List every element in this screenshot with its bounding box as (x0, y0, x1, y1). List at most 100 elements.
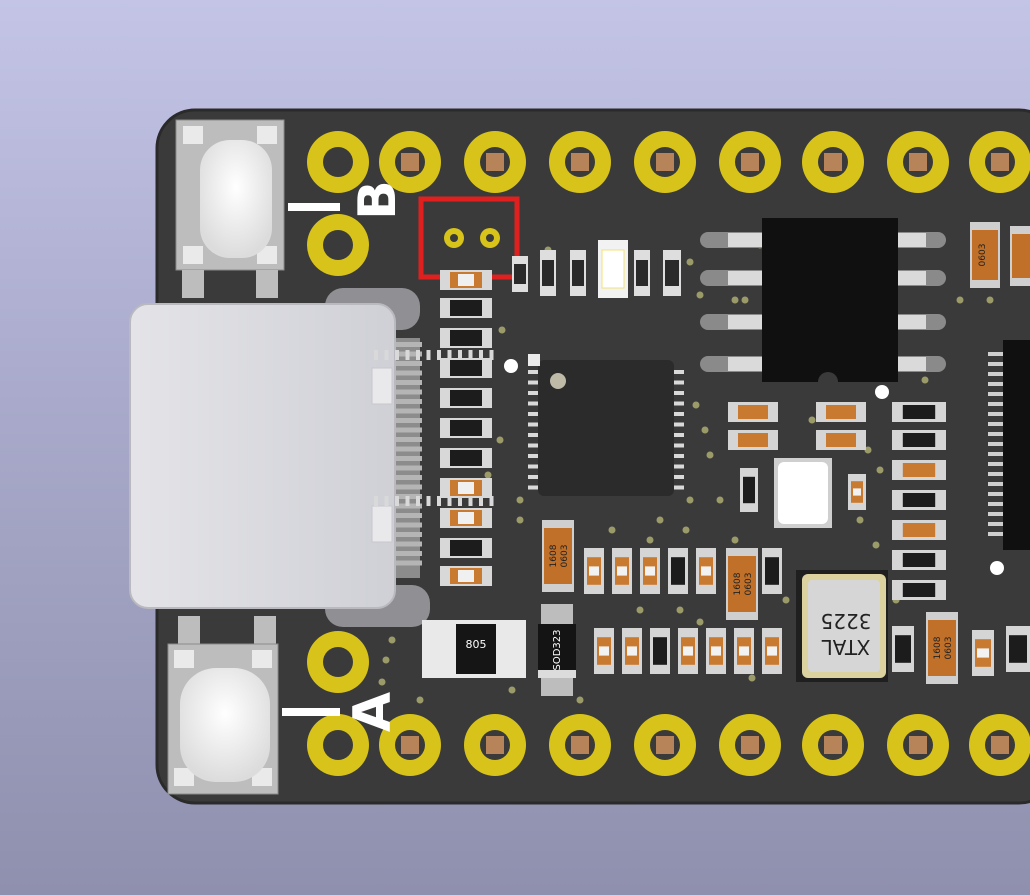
usb-pin (396, 399, 422, 404)
diode-sod323-text: SOD323 (552, 629, 563, 670)
usb-pin (396, 342, 422, 347)
usb-pin (396, 446, 422, 452)
capacitor-1608-a: 1608 0603 (542, 520, 574, 592)
via (378, 678, 386, 686)
ic-pin (988, 432, 1004, 436)
usb-pin (396, 532, 422, 537)
via (676, 606, 684, 614)
via (636, 606, 644, 614)
qfn-pin (528, 401, 538, 406)
header-pin (824, 736, 842, 754)
qfn-pin (528, 433, 538, 437)
cap-0603-text: 0603 (560, 545, 570, 568)
qfn-pin (374, 496, 378, 506)
qfn-pin (416, 496, 420, 506)
usb-pin (396, 389, 422, 395)
header-pin (991, 736, 1009, 754)
qfn-pin (674, 370, 684, 374)
ic-pin (988, 362, 1004, 366)
qfn-pin (528, 443, 538, 448)
header-pin (571, 153, 589, 171)
ic-pin (988, 472, 1004, 476)
via (731, 536, 739, 544)
ic-pin (988, 502, 1004, 506)
button-b: B (175, 119, 408, 298)
cap-0603-b-text: 0603 (744, 573, 754, 596)
via (508, 686, 516, 694)
header-pin (571, 736, 589, 754)
qfn-pin (447, 496, 452, 506)
qfn-pin (674, 454, 684, 458)
ic-pin (988, 512, 1004, 516)
qfn-pin (384, 496, 389, 506)
via (956, 296, 964, 304)
qfn-pin (528, 464, 538, 469)
soic-pin (728, 271, 766, 285)
qfn-pin (674, 412, 684, 416)
via (686, 496, 694, 504)
header-pin (741, 736, 759, 754)
crystal-3225: XTAL 3225 (796, 570, 888, 682)
via (388, 636, 396, 644)
via (872, 541, 880, 549)
via (706, 451, 714, 459)
soic-pin (728, 233, 766, 247)
usb-pin (396, 418, 422, 423)
qfn-pin (674, 422, 684, 427)
qfn-pin (528, 475, 538, 479)
via (416, 696, 424, 704)
qfn-pin (416, 350, 420, 360)
via (576, 696, 584, 704)
via (748, 674, 756, 682)
via (516, 516, 524, 524)
via (782, 596, 790, 604)
qfn-pin (437, 350, 441, 360)
flash-chip (700, 218, 946, 399)
qfn-pin (374, 350, 378, 360)
via (692, 401, 700, 409)
via (701, 426, 709, 434)
usb-pin (396, 456, 422, 461)
ic-pin (988, 442, 1004, 446)
header-pin (824, 153, 842, 171)
cap-1608-b-text: 1608 (733, 572, 743, 595)
usb-pin (396, 408, 422, 414)
qfn-pin (674, 443, 684, 448)
qfn-pin (458, 350, 462, 360)
qfn-pin (426, 350, 431, 360)
soic-pin (728, 315, 766, 329)
qfn-pin (384, 350, 389, 360)
cap-1608-text: 1608 (549, 544, 559, 567)
usb-pin (396, 484, 422, 490)
qfn-pin (479, 350, 483, 360)
button-a-cap (180, 668, 270, 782)
qfn-pin (395, 350, 399, 360)
usb-c-connector (129, 288, 430, 627)
qfn-pin (447, 350, 452, 360)
header-pin (401, 736, 419, 754)
right-ic (988, 340, 1030, 575)
ic-pin (988, 412, 1004, 416)
qfn-pin (528, 422, 538, 427)
ic-pin (988, 532, 1004, 536)
diode-sod323: SOD323 (538, 604, 576, 696)
header-pin (991, 153, 1009, 171)
cap-0603-d-text: 0603 (978, 244, 988, 267)
qfn-pin (426, 496, 431, 506)
qfn-pin (674, 391, 684, 395)
usb-pin (396, 465, 422, 471)
crystal-text-2: 3225 (821, 609, 872, 633)
via (696, 618, 704, 626)
usb-pin (396, 513, 422, 518)
header-pin (909, 153, 927, 171)
led-row (512, 240, 681, 298)
qfn-pin (528, 380, 538, 385)
qfn-pin (395, 496, 399, 506)
mcu-chip (374, 350, 684, 506)
header-pin (909, 736, 927, 754)
qfn-pin (479, 496, 483, 506)
via (686, 258, 694, 266)
via (856, 516, 864, 524)
header-pin (486, 736, 504, 754)
ic-pin (988, 422, 1004, 426)
